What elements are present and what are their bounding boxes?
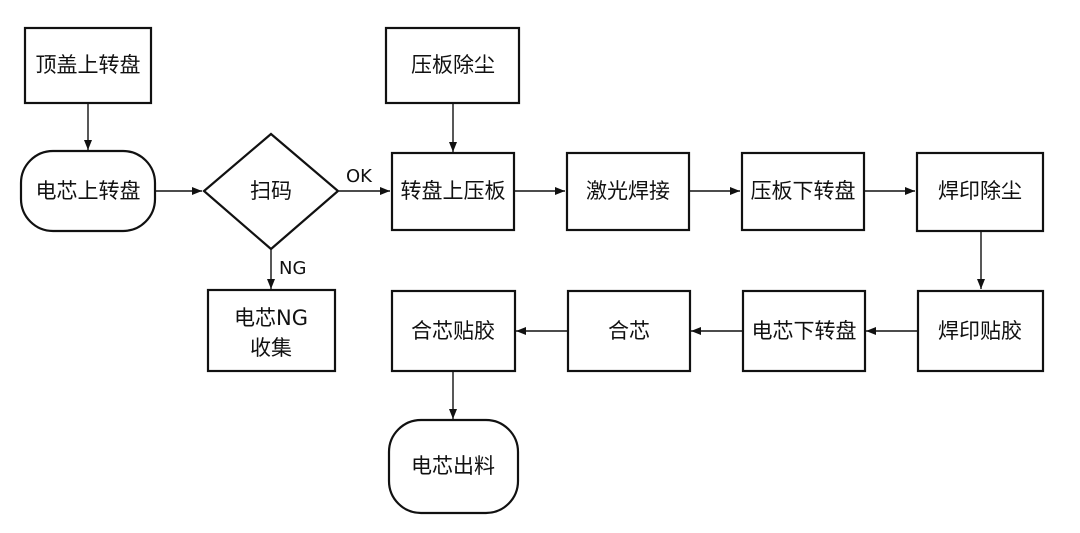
node-cell-load: 电芯上转盘 (19, 149, 157, 233)
node-core-merge: 合芯 (566, 289, 692, 373)
node-press-unload: 压板下转盘 (740, 151, 866, 232)
ok-label: OK (346, 166, 373, 187)
node-core-merge-label: 合芯 (608, 319, 650, 343)
node-weld-glue-label: 焊印贴胶 (938, 319, 1022, 343)
node-weld-glue: 焊印贴胶 (916, 289, 1045, 373)
node-cell-load-label: 电芯上转盘 (36, 179, 141, 203)
node-cell-unload: 电芯下转盘 (741, 289, 867, 373)
node-core-glue-label: 合芯贴胶 (411, 319, 495, 343)
node-scan: 扫码 (202, 132, 340, 251)
node-weld-dust-label: 焊印除尘 (938, 179, 1022, 203)
node-press-dust-label: 压板除尘 (411, 53, 495, 77)
node-weld-dust: 焊印除尘 (915, 151, 1045, 233)
ng-label: NG (279, 258, 306, 279)
node-turntable-press: 转盘上压板 (390, 151, 516, 232)
node-cell-out-label: 电芯出料 (411, 454, 495, 478)
node-laser-weld-label: 激光焊接 (586, 179, 670, 203)
node-top-cover: 顶盖上转盘 (23, 26, 153, 105)
node-scan-label: 扫码 (250, 179, 292, 203)
node-press-unload-label: 压板下转盘 (751, 179, 856, 203)
node-ng-collect-label-line1: 电芯NG (234, 306, 308, 330)
node-cell-out: 电芯出料 (387, 418, 520, 515)
node-ng-collect: 电芯NG 收集 (206, 288, 337, 373)
node-press-dust: 压板除尘 (384, 26, 521, 105)
node-core-glue: 合芯贴胶 (390, 289, 517, 373)
node-cell-unload-label: 电芯下转盘 (752, 319, 857, 343)
node-ng-collect-label-line2: 收集 (250, 336, 292, 360)
node-laser-weld: 激光焊接 (565, 151, 691, 232)
node-turntable-press-label: 转盘上压板 (401, 179, 506, 203)
node-top-cover-label: 顶盖上转盘 (36, 53, 141, 77)
